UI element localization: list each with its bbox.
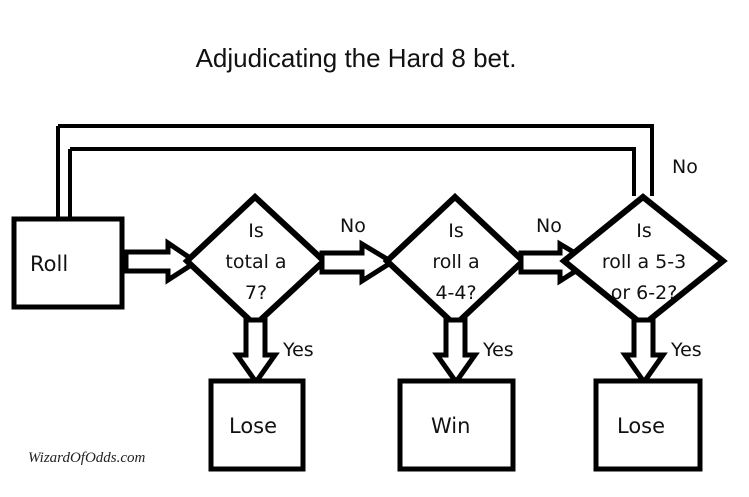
node-decision3-line1: Is xyxy=(636,220,652,242)
node-decision1-line1: Is xyxy=(248,220,264,242)
node-outcome2-box[interactable] xyxy=(397,378,516,472)
feedback-line-inner xyxy=(70,147,636,196)
node-outcome3-box[interactable] xyxy=(593,378,703,472)
page-title: Adjudicating the Hard 8 bet. xyxy=(196,43,517,73)
edge-label-decision3-yes: Yes xyxy=(670,339,702,361)
node-decision3-line3: or 6-2? xyxy=(611,282,678,304)
node-roll-label: Roll xyxy=(30,252,68,276)
watermark: WizardOfOdds.com xyxy=(28,450,146,466)
node-decision1-line2: total a xyxy=(225,251,286,273)
edge-label-decision3-no: No xyxy=(672,156,698,178)
node-decision2-line3: 4-4? xyxy=(435,282,476,304)
edge-label-decision1-yes: Yes xyxy=(282,339,314,361)
node-decision1-line3: 7? xyxy=(245,282,267,304)
arrow-decision1-yes xyxy=(232,317,280,387)
arrow-decision3-yes xyxy=(620,317,668,387)
feedback-line-outer xyxy=(58,124,654,196)
arrow-decision1-no xyxy=(319,239,397,286)
node-decision3-line2: roll a 5-3 xyxy=(602,251,686,273)
node-roll-box[interactable] xyxy=(11,216,125,310)
arrow-decision2-yes xyxy=(432,317,480,387)
node-outcome2-label: Win xyxy=(431,414,470,438)
node-outcome1-label: Lose xyxy=(229,414,277,438)
edge-label-decision2-yes: Yes xyxy=(482,339,514,361)
edge-label-decision1-no: No xyxy=(340,215,366,237)
arrow-roll-to-decision1 xyxy=(123,238,201,285)
node-outcome3-label: Lose xyxy=(617,414,665,438)
edge-label-decision2-no: No xyxy=(536,215,562,237)
node-decision2-line1: Is xyxy=(448,220,464,242)
node-outcome1-box[interactable] xyxy=(208,378,306,472)
node-decision2-line2: roll a xyxy=(432,251,479,273)
